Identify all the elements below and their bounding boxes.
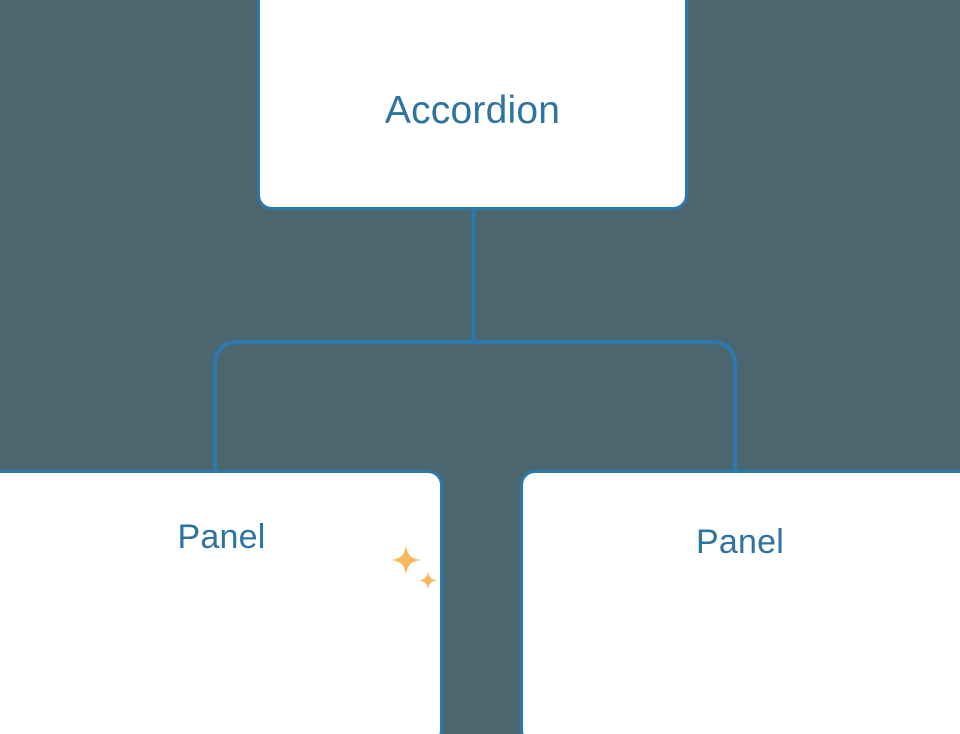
node-panel-active[interactable]: Panel bbox=[0, 470, 443, 734]
node-accordion-title: Accordion bbox=[384, 89, 561, 132]
connector-branch-left bbox=[213, 340, 474, 472]
node-accordion[interactable]: Accordion bbox=[257, 0, 688, 210]
node-panel-inactive-title: Panel bbox=[696, 523, 784, 561]
node-panel-inactive[interactable]: Panel bbox=[520, 470, 960, 734]
connector-branch-right bbox=[473, 340, 737, 472]
node-panel-active-title: Panel bbox=[177, 518, 266, 556]
